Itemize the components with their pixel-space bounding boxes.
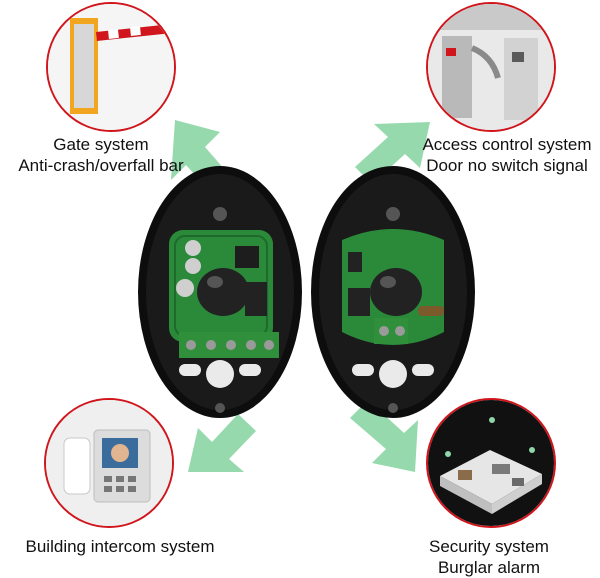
intercom-caption-line1: Building intercom system (25, 537, 215, 556)
intercom-caption: Building intercom system (10, 536, 230, 557)
access-caption-line2: Door no switch signal (426, 156, 588, 175)
gate-caption-line1: Gate system (53, 135, 149, 154)
gate-caption: Gate system Anti-crash/overfall bar (6, 134, 196, 176)
gate-system-photo (46, 2, 176, 132)
arrow-to-intercom (188, 414, 256, 472)
access-control-photo (426, 2, 556, 132)
lens (370, 268, 422, 316)
sensor-receiver (138, 166, 302, 418)
security-caption-line2: Burglar alarm (437, 558, 541, 577)
access-caption: Access control system Door no switch sig… (414, 134, 600, 176)
lens (197, 268, 249, 316)
security-photo (426, 398, 556, 528)
arrow-to-security (350, 400, 418, 472)
access-caption-line1: Access control system (422, 135, 592, 154)
gate-caption-line2: Anti-crash/overfall bar (18, 156, 184, 175)
security-caption-line1: Security system (429, 537, 549, 556)
intercom-photo (44, 398, 174, 528)
sensor-emitter (311, 166, 475, 418)
arrow-to-access-control (355, 122, 430, 184)
security-caption: Security system Burglar alarm (414, 536, 564, 578)
